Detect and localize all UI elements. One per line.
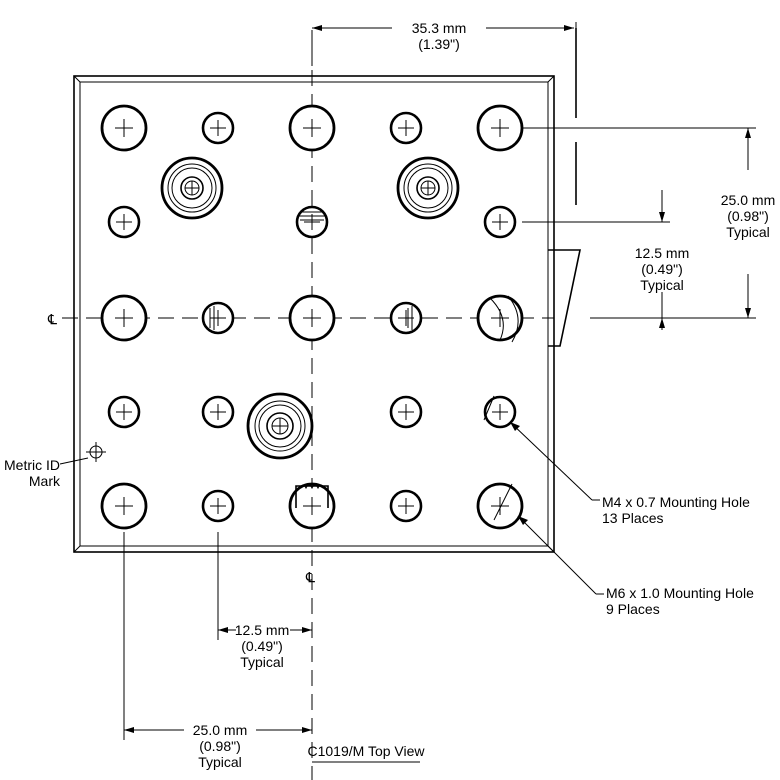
dim-bottom-outer-imperial: (0.98") [199,738,241,754]
m6-mounting-hole [288,482,336,530]
m4-mounting-hole [389,111,423,145]
dim-bottom-outer-value: 25.0 mm [193,722,247,738]
side-profile [548,28,581,347]
m6-mounting-hole [476,294,524,342]
dim-right-outer-imperial: (0.98") [727,208,769,224]
insert-mark-right [407,306,413,330]
counterbore-screw-right [396,156,460,220]
plate-corner-tl [73,75,81,83]
m6-mounting-hole [288,294,336,342]
plate [73,75,555,553]
slash-m6-hole [493,483,513,521]
callout-m6-line1: M6 x 1.0 Mounting Hole [606,585,754,601]
callout-metric-id-line2: Mark [29,473,61,489]
m4-mounting-hole [389,395,423,429]
setscrew-threads [299,484,325,490]
m4-mounting-hole [389,301,423,335]
callout-m6-line2: 9 Places [606,601,660,617]
dim-right-outer-value: 25.0 mm [721,192,775,208]
callout-m4: M4 x 0.7 Mounting Hole 13 Places [509,421,750,526]
dim-right-outer-note: Typical [726,224,770,240]
m4-mounting-hole [483,395,517,429]
slash-m4-hole [483,395,495,421]
callout-metric-id: Metric ID Mark [4,457,89,489]
m6-mounting-hole [476,104,524,152]
side-profile-wedge [548,249,581,347]
m6-mounting-hole [100,104,148,152]
dim-right-inner-imperial: (0.49") [641,261,683,277]
dim-bottom-inner-value: 12.5 mm [235,622,289,638]
hole-inserts [209,211,519,521]
centerline-symbol-left: ℄ [47,311,57,327]
dimension-bottom-outer: 25.0 mm (0.98") Typical [123,532,312,770]
threaded-insert-center-top [299,211,325,221]
counterbore-screw-bottom [246,392,314,460]
dimension-right-inner: 12.5 mm (0.49") Typical [522,190,689,330]
callout-m6: M6 x 1.0 Mounting Hole 9 Places [517,515,754,617]
dimension-right-outer: 25.0 mm (0.98") Typical [522,127,775,319]
dim-top-value: 35.3 mm [412,20,466,36]
view-title-text: C1019/M Top View [308,743,426,759]
m4-mounting-hole [107,205,141,239]
insert-mark-left [209,306,215,330]
counterbore-screws [160,156,460,460]
m4-mounting-hole [483,205,517,239]
m6-mounting-hole [288,104,336,152]
counterbore-screw-left [160,156,224,220]
m6-mounting-hole [100,482,148,530]
plate-corner-tr [547,75,555,83]
m4-mounting-hole [201,489,235,523]
callout-m4-line2: 13 Places [602,510,663,526]
plate-outer-edge [73,75,555,553]
callout-m4-line1: M4 x 0.7 Mounting Hole [602,494,750,510]
m6-mounting-hole [476,482,524,530]
callout-metric-id-line1: Metric ID [4,457,60,473]
dimension-bottom-inner: 12.5 mm (0.49") Typical [217,532,312,670]
m4-mounting-hole [107,395,141,429]
m6-mounting-hole [100,294,148,342]
insert-mark-edge [489,295,519,343]
view-title: C1019/M Top View [308,743,426,763]
dim-right-inner-value: 12.5 mm [635,245,689,261]
m4-mounting-hole [295,205,329,239]
setscrew-profile [295,485,329,508]
dim-right-inner-note: Typical [640,277,684,293]
mounting-holes [100,104,524,530]
dim-bottom-outer-note: Typical [198,754,242,770]
metric-id-mark [86,442,106,462]
m4-mounting-hole [389,489,423,523]
m4-mounting-hole [201,111,235,145]
dim-top-imperial: (1.39") [418,36,460,52]
m4-mounting-hole [201,301,235,335]
dim-bottom-inner-imperial: (0.49") [241,638,283,654]
m4-mounting-hole [201,395,235,429]
dimension-top: 35.3 mm (1.39") [312,20,577,52]
plate-inner-edge [79,81,549,547]
plate-corner-bl [73,545,81,553]
centerline-symbol-bottom: ℄ [305,569,315,585]
dim-bottom-inner-note: Typical [240,654,284,670]
